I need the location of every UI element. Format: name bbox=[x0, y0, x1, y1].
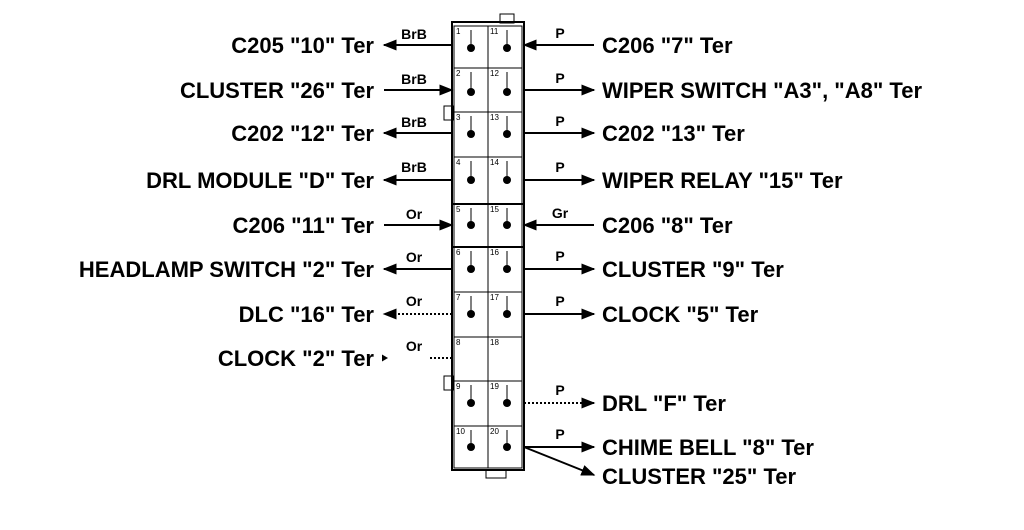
pin-number: 12 bbox=[490, 69, 499, 78]
wire-destination-label: DLC "16" Ter bbox=[239, 302, 375, 327]
pin-number: 15 bbox=[490, 205, 499, 214]
pin-number: 19 bbox=[490, 382, 499, 391]
wire-destination-label: DRL "F" Ter bbox=[602, 391, 726, 416]
wire-destination-label: CLOCK "2" Ter bbox=[218, 346, 375, 371]
wire-color-code: Or bbox=[406, 206, 423, 222]
right-wire-6: P CLUSTER "9" Ter bbox=[524, 248, 784, 282]
right-wire-2: P WIPER SWITCH "A3", "A8" Ter bbox=[524, 70, 922, 103]
wire-destination-label: C202 "13" Ter bbox=[602, 121, 745, 146]
wire-destination-label: C206 "8" Ter bbox=[602, 213, 733, 238]
pin-number: 2 bbox=[456, 69, 461, 78]
pin-number: 5 bbox=[456, 205, 461, 214]
left-wire-8: Or CLOCK "2" Ter bbox=[218, 338, 452, 371]
wire-color-code: P bbox=[555, 382, 564, 398]
pin-number: 4 bbox=[456, 158, 461, 167]
pin-number: 3 bbox=[456, 113, 461, 122]
wire-destination-label: DRL MODULE "D" Ter bbox=[146, 168, 374, 193]
left-wire-6: Or HEADLAMP SWITCH "2" Ter bbox=[79, 249, 452, 282]
left-wire-3: BrB C202 "12" Ter bbox=[231, 114, 452, 146]
wire-color-code: BrB bbox=[401, 71, 427, 87]
wire-destination-label: CLUSTER "25" Ter bbox=[602, 464, 796, 489]
right-wire-5: Gr C206 "8" Ter bbox=[522, 205, 733, 238]
pin-number: 20 bbox=[490, 427, 499, 436]
pin-number: 13 bbox=[490, 113, 499, 122]
wire-color-code: Or bbox=[406, 249, 423, 265]
wire-destination-label: CLUSTER "26" Ter bbox=[180, 78, 374, 103]
wire-color-code: BrB bbox=[401, 114, 427, 130]
right-wire-1: P C206 "7" Ter bbox=[522, 25, 733, 58]
wire-color-code: BrB bbox=[401, 26, 427, 42]
wire-color-code: Or bbox=[406, 338, 423, 354]
right-wire-4: P WIPER RELAY "15" Ter bbox=[524, 159, 843, 193]
wire-color-code: P bbox=[555, 159, 564, 175]
wire-color-code: P bbox=[555, 248, 564, 264]
right-wire-9: P CHIME BELL "8" Ter bbox=[524, 426, 814, 460]
pin-number: 7 bbox=[456, 293, 461, 302]
pin-number: 10 bbox=[456, 427, 465, 436]
wire-color-code: P bbox=[555, 293, 564, 309]
wire-color-code: BrB bbox=[401, 159, 427, 175]
wire-color-code: P bbox=[555, 426, 564, 442]
pin-number: 9 bbox=[456, 382, 461, 391]
left-wire-4: BrB DRL MODULE "D" Ter bbox=[146, 159, 452, 193]
wire-destination-label: CLOCK "5" Ter bbox=[602, 302, 759, 327]
left-wire-1: BrB C205 "10" Ter bbox=[231, 26, 452, 58]
pin-number: 8 bbox=[456, 338, 461, 347]
wire-color-code: Or bbox=[406, 293, 423, 309]
wire-color-code: P bbox=[555, 70, 564, 86]
wire-destination-label: C202 "12" Ter bbox=[231, 121, 374, 146]
wire-destination-label: C206 "7" Ter bbox=[602, 33, 733, 58]
right-wire-7: P CLOCK "5" Ter bbox=[524, 293, 759, 327]
wire-destination-label: WIPER SWITCH "A3", "A8" Ter bbox=[602, 78, 922, 103]
wire-color-code: Gr bbox=[552, 205, 569, 221]
pin-number: 1 bbox=[456, 27, 461, 36]
wire-destination-label: WIPER RELAY "15" Ter bbox=[602, 168, 843, 193]
right-wire-3: P C202 "13" Ter bbox=[524, 113, 745, 146]
wire-destination-label: CLUSTER "9" Ter bbox=[602, 257, 784, 282]
right-wire-10: CLUSTER "25" Ter bbox=[523, 446, 796, 489]
left-wire-2: BrB CLUSTER "26" Ter bbox=[180, 71, 454, 103]
wire-destination-label: HEADLAMP SWITCH "2" Ter bbox=[79, 257, 375, 282]
wire-color-code: P bbox=[555, 113, 564, 129]
connector-body bbox=[443, 13, 525, 479]
pin-number: 17 bbox=[490, 293, 499, 302]
pin-number: 16 bbox=[490, 248, 499, 257]
left-wire-7: Or DLC "16" Ter bbox=[239, 293, 452, 327]
wire-destination-label: C206 "11" Ter bbox=[232, 213, 374, 238]
wire-destination-label: C205 "10" Ter bbox=[231, 33, 374, 58]
wire-destination-label: CHIME BELL "8" Ter bbox=[602, 435, 814, 460]
right-wire-8: P DRL "F" Ter bbox=[524, 382, 726, 416]
pin-number: 18 bbox=[490, 338, 499, 347]
pin-number: 14 bbox=[490, 158, 499, 167]
pin-cell bbox=[487, 425, 523, 469]
wire-color-code: P bbox=[555, 25, 564, 41]
pin-number: 6 bbox=[456, 248, 461, 257]
pin-number: 11 bbox=[490, 27, 499, 36]
left-wire-5: Or C206 "11" Ter bbox=[232, 206, 454, 238]
